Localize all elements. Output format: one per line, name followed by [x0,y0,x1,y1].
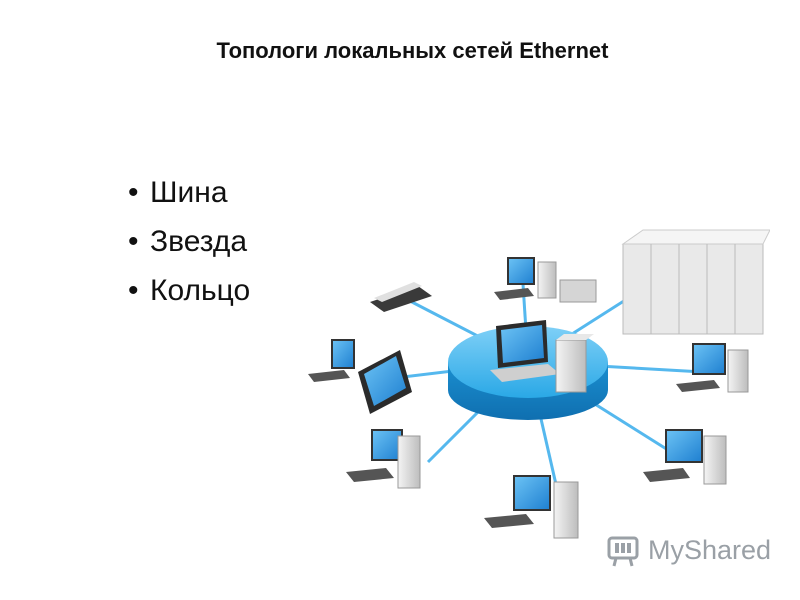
bullet-dot: • [128,274,139,307]
slide-title: Топологи локальных сетей Ethernet [216,38,609,63]
bullet-item: • Шина [128,172,250,221]
myshared-logo-icon [607,536,639,567]
workstation-left-icon [308,339,355,382]
workstation-lower-left-icon [346,429,421,489]
bullet-dot: • [128,225,139,258]
bullet-dot: • [128,176,139,209]
bullet-text: Кольцо [150,274,251,307]
workstation-bottom-icon [484,475,579,539]
bullet-list: • Шина • Звезда • Кольцо [128,172,250,319]
bullet-text: Звезда [150,225,248,258]
bullet-item: • Кольцо [128,270,250,319]
bullet-item: • Звезда [128,221,250,270]
tablet-icon [358,350,412,414]
server-rack-icon [621,229,770,335]
workstation-lower-right-icon [643,429,727,485]
printer-icon [559,279,597,303]
scanner-icon [370,282,432,312]
workstation-right-icon [676,343,749,393]
bullet-text: Шина [150,176,228,209]
network-star-illustration [308,229,770,539]
watermark: MyShared [606,532,771,568]
workstation-top-icon [494,257,557,300]
central-hub [448,320,608,420]
watermark-text: MyShared [648,534,772,565]
